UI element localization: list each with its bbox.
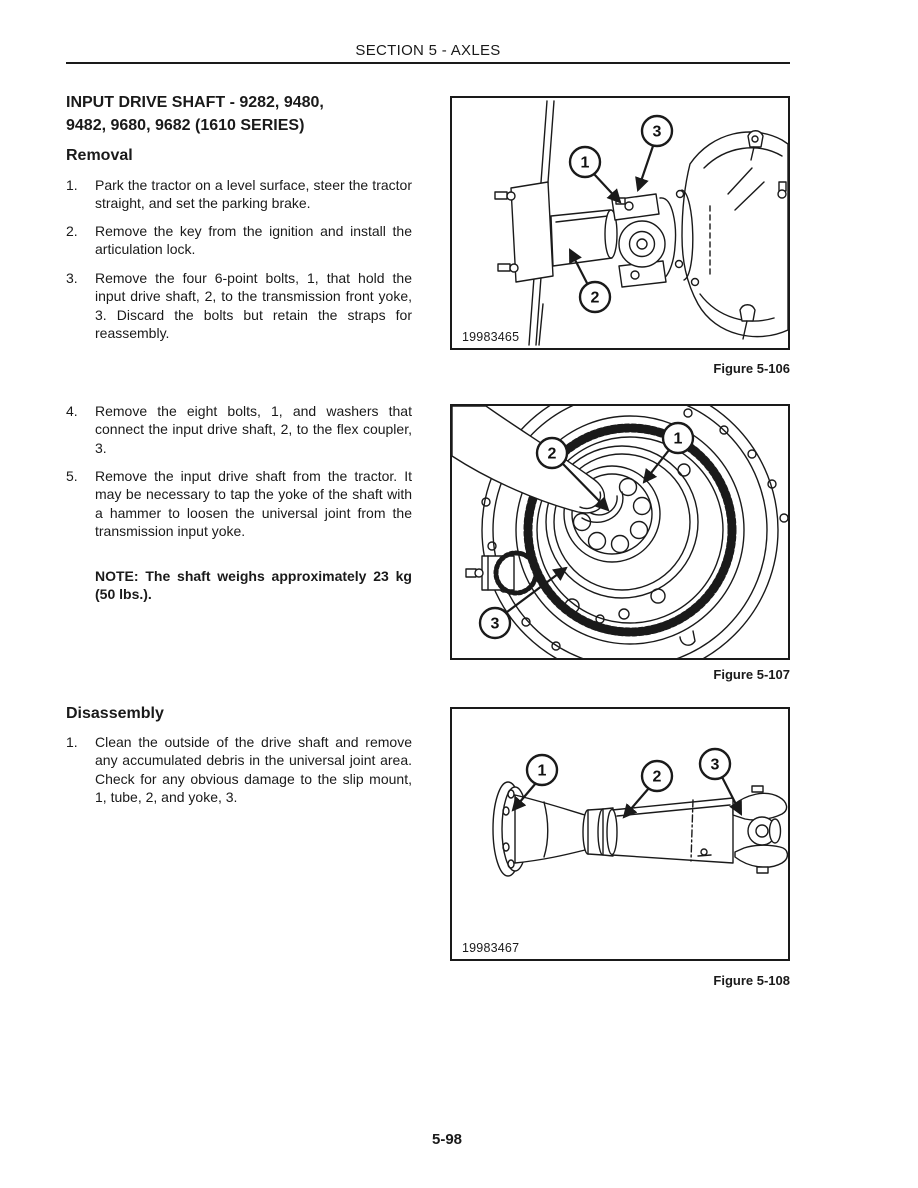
step-text: Remove the eight bolts, 1, and washers t… (95, 403, 412, 456)
page-header: SECTION 5 - AXLES (355, 42, 501, 59)
article-title-line2: 9482, 9680, 9682 (1610 SERIES) (66, 117, 305, 134)
step-text: Remove the key from the ignition and ins… (95, 223, 412, 258)
figure-5-108-frame: 1 2 3 19983467 (450, 707, 790, 961)
note-text: NOTE: The shaft weighs approximately 23 … (95, 568, 412, 603)
drive-shaft-illustration: 1 2 3 (492, 747, 788, 877)
figure-5-107-frame: 2 1 3 (450, 404, 790, 660)
step-text: Remove the four 6-point bolts, 1, that h… (95, 270, 412, 341)
callout-3-bubble (698, 747, 732, 781)
step-number: 4. (66, 403, 78, 419)
callout-3-label: 3 (711, 757, 720, 774)
callout-1-bubble (661, 421, 695, 455)
ujoint-transmission-illustration: 1 3 2 (494, 100, 788, 346)
callout-3-bubble (640, 114, 674, 148)
step-number: 1. (66, 734, 78, 750)
callout-2-bubble (535, 436, 569, 470)
removal-step-1: 1. Park the tractor on a level surface, … (66, 176, 412, 213)
callout-3-label: 3 (491, 616, 500, 633)
removal-step-3: 3. Remove the four 6-point bolts, 1, tha… (66, 269, 412, 342)
flex-coupler-illustration: 2 1 3 (452, 406, 788, 658)
removal-step-5: 5. Remove the input drive shaft from the… (66, 467, 412, 540)
callout-1-label: 1 (581, 155, 590, 172)
step-number: 3. (66, 270, 78, 286)
step-number: 5. (66, 468, 78, 484)
figure-caption: Figure 5-108 (713, 973, 790, 988)
page-number: 5-98 (431, 1131, 463, 1148)
header-rule (66, 62, 790, 64)
callout-1-label: 1 (674, 431, 683, 448)
photo-id: 19983465 (460, 330, 522, 344)
callout-3-bubble (478, 606, 512, 640)
step-text: Remove the input drive shaft from the tr… (95, 468, 412, 539)
figure-3-callouts: 1 2 3 (511, 747, 742, 819)
callout-2-label: 2 (591, 290, 600, 307)
step-text: Park the tractor on a level surface, ste… (95, 177, 412, 212)
figure-2-callouts: 2 1 3 (478, 421, 695, 640)
callout-1-label: 1 (538, 763, 547, 780)
article-title: INPUT DRIVE SHAFT - 9282, 9480, 9482, 96… (66, 91, 436, 137)
callout-2-label: 2 (653, 769, 662, 786)
section-heading-removal: Removal (66, 147, 133, 164)
removal-step-2: 2. Remove the key from the ignition and … (66, 222, 412, 259)
article-title-line1: INPUT DRIVE SHAFT - 9282, 9480, (66, 94, 324, 111)
disassembly-step-1: 1. Clean the outside of the drive shaft … (66, 733, 412, 806)
callout-2-label: 2 (548, 446, 557, 463)
section-heading-disassembly: Disassembly (66, 705, 164, 722)
callout-2-bubble (578, 280, 612, 314)
callout-1-bubble (525, 753, 559, 787)
callout-3-label: 3 (653, 124, 662, 141)
figure-caption: Figure 5-106 (713, 361, 790, 376)
step-number: 2. (66, 223, 78, 239)
figure-1-callouts: 1 3 2 (568, 114, 674, 314)
figure-5-106-frame: 1 3 2 19983465 (450, 96, 790, 350)
photo-id: 19983467 (460, 941, 522, 955)
step-text: Clean the outside of the drive shaft and… (95, 734, 412, 805)
callout-2-bubble (640, 759, 674, 793)
removal-step-4: 4. Remove the eight bolts, 1, and washer… (66, 402, 412, 457)
step-number: 1. (66, 177, 78, 193)
callout-1-bubble (568, 145, 602, 179)
figure-caption: Figure 5-107 (713, 667, 790, 682)
